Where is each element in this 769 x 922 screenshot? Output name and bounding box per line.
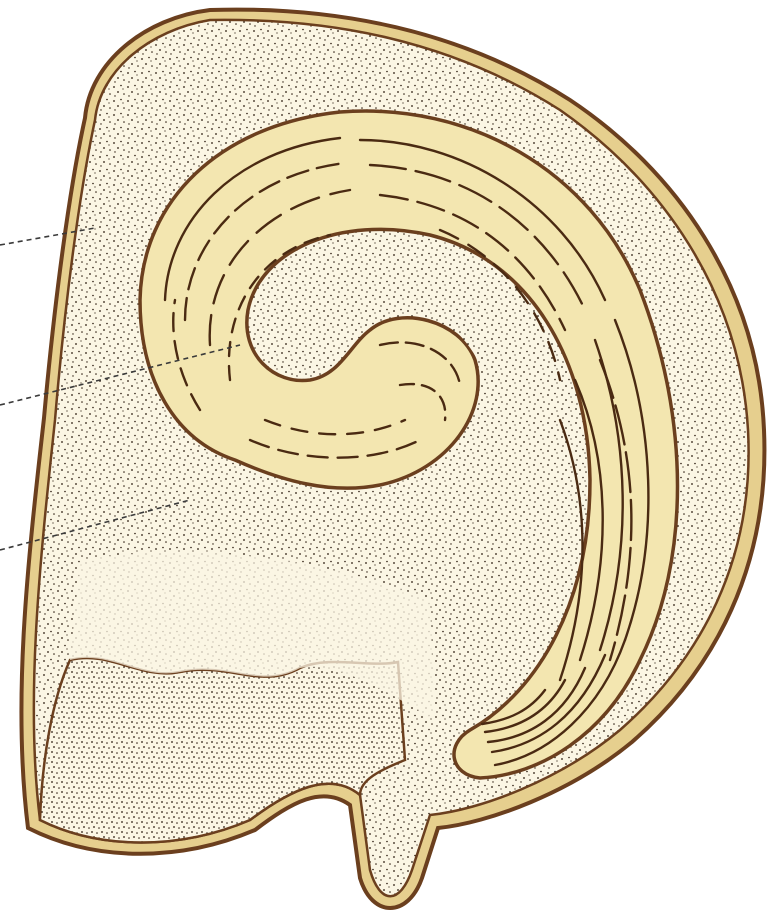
seed-cross-section-diagram [0,0,769,922]
diagram-stage [0,0,769,922]
